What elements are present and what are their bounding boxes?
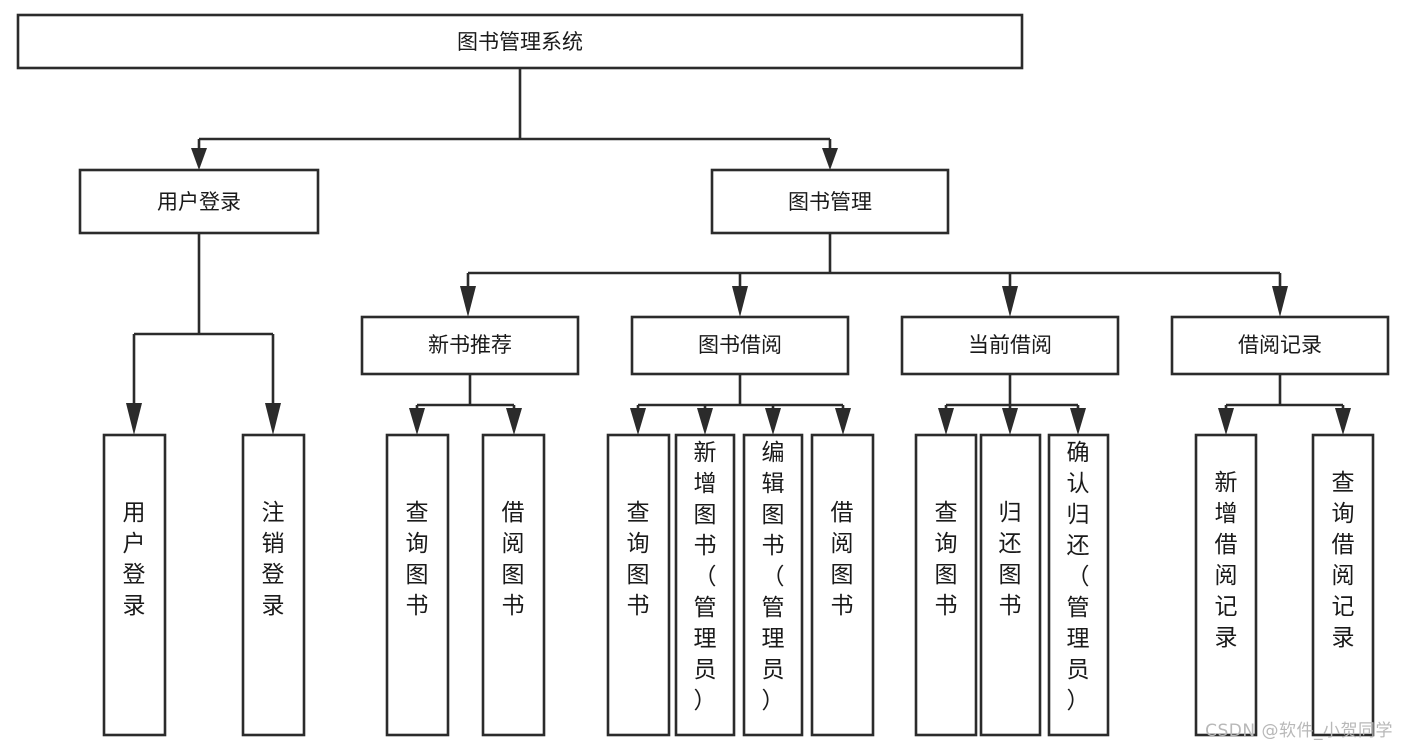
arrow-to-current-borrow: [1002, 286, 1018, 317]
leaf-user-login-0-label: 用户登录: [123, 500, 146, 619]
arrow-to-leaf-current-borrow-0: [938, 408, 954, 435]
node-current-borrow[interactable]: 当前借阅: [900, 315, 1120, 376]
leaf-current-borrow-1-label: 归还图书: [999, 500, 1022, 619]
leaf-current-borrow-2-label: 确认归还（管理员）: [1067, 440, 1090, 714]
leaf-book-borrow-1[interactable]: 新增图书（管理员）: [674, 433, 736, 737]
arrow-to-new-book-rec: [460, 286, 476, 317]
arrow-to-leaf-new-book-rec-0: [409, 408, 425, 435]
arrow-to-book-borrow: [732, 286, 748, 317]
leaf-book-borrow-2-box[interactable]: [742, 433, 804, 737]
leaf-book-borrow-2[interactable]: 编辑图书（管理员）: [742, 433, 804, 737]
leaf-borrow-record-0-box[interactable]: [1194, 433, 1258, 737]
arrow-to-leaf-borrow-record-0: [1218, 408, 1234, 435]
node-user-login[interactable]: 用户登录: [78, 168, 320, 235]
leaf-nodes-layer: 用户登录 注销登录 查询图书 借阅图书 查询图书 新增图书: [102, 433, 1375, 737]
node-new-book-rec-box[interactable]: [360, 315, 580, 376]
node-user-login-label: 用户登录: [157, 190, 241, 214]
leaf-current-borrow-1-box[interactable]: [979, 433, 1042, 737]
leaf-book-borrow-3-box[interactable]: [810, 433, 875, 737]
leaf-borrow-record-0-label: 新增借阅记录: [1215, 470, 1238, 651]
leaf-current-borrow-0[interactable]: 查询图书: [914, 433, 978, 737]
leaf-book-borrow-2-label: 编辑图书（管理员）: [762, 440, 785, 714]
arrow-to-leaf-current-borrow-1: [1002, 408, 1018, 435]
leaf-user-login-1[interactable]: 注销登录: [241, 433, 306, 737]
node-root-label: 图书管理系统: [457, 30, 583, 54]
leaf-new-book-rec-1-box[interactable]: [481, 433, 546, 737]
node-book-borrow[interactable]: 图书借阅: [630, 315, 850, 376]
leaf-book-borrow-0-label: 查询图书: [627, 500, 650, 619]
arrow-to-leaf-book-borrow-2: [765, 408, 781, 435]
leaf-user-login-0[interactable]: 用户登录: [102, 433, 167, 737]
leaf-current-borrow-2-box[interactable]: [1047, 433, 1110, 737]
leaf-new-book-rec-1[interactable]: 借阅图书: [481, 433, 546, 737]
node-book-manage[interactable]: 图书管理: [710, 168, 950, 235]
node-borrow-record-box[interactable]: [1170, 315, 1390, 376]
arrow-to-leaf-book-borrow-0: [630, 408, 646, 435]
leaf-new-book-rec-0-box[interactable]: [385, 433, 450, 737]
leaf-user-login-1-label: 注销登录: [262, 500, 285, 619]
leaf-current-borrow-1[interactable]: 归还图书: [979, 433, 1042, 737]
leaf-book-borrow-3-label: 借阅图书: [831, 500, 854, 619]
leaf-borrow-record-0[interactable]: 新增借阅记录: [1194, 433, 1258, 737]
arrow-to-leaf-user-login-1: [265, 403, 281, 435]
arrow-to-leaf-book-borrow-3: [835, 408, 851, 435]
arrow-to-borrow-record: [1272, 286, 1288, 317]
edges-layer: [126, 68, 1351, 435]
leaf-new-book-rec-0-label: 查询图书: [406, 500, 429, 619]
leaf-book-borrow-1-label: 新增图书（管理员）: [694, 440, 717, 714]
leaf-book-borrow-0-box[interactable]: [606, 433, 671, 737]
leaf-current-borrow-0-box[interactable]: [914, 433, 978, 737]
leaf-book-borrow-1-box[interactable]: [674, 433, 736, 737]
node-borrow-record[interactable]: 借阅记录: [1170, 315, 1390, 376]
node-borrow-record-label: 借阅记录: [1238, 333, 1322, 357]
arrow-to-leaf-new-book-rec-1: [506, 408, 522, 435]
arrow-to-leaf-user-login-0: [126, 403, 142, 435]
leaf-new-book-rec-0[interactable]: 查询图书: [385, 433, 450, 737]
node-new-book-rec-label: 新书推荐: [428, 333, 512, 357]
arrow-to-leaf-current-borrow-2: [1070, 408, 1086, 435]
leaf-book-borrow-0[interactable]: 查询图书: [606, 433, 671, 737]
arrow-to-leaf-borrow-record-1: [1335, 408, 1351, 435]
node-book-manage-box[interactable]: [710, 168, 950, 235]
leaf-borrow-record-1[interactable]: 查询借阅记录: [1311, 433, 1375, 737]
arrow-to-user-login: [191, 148, 207, 170]
leaf-user-login-1-box[interactable]: [241, 433, 306, 737]
leaf-borrow-record-1-label: 查询借阅记录: [1332, 470, 1355, 651]
leaf-current-borrow-2[interactable]: 确认归还（管理员）: [1047, 433, 1110, 737]
node-current-borrow-label: 当前借阅: [968, 333, 1052, 357]
leaf-new-book-rec-1-label: 借阅图书: [502, 500, 525, 619]
leaf-current-borrow-0-label: 查询图书: [935, 500, 958, 619]
leaf-borrow-record-1-box[interactable]: [1311, 433, 1375, 737]
node-new-book-rec[interactable]: 新书推荐: [360, 315, 580, 376]
csdn-watermark: CSDN @软件_小贺同学: [1205, 721, 1393, 741]
node-book-borrow-box[interactable]: [630, 315, 850, 376]
node-root-box[interactable]: [16, 13, 1024, 70]
node-current-borrow-box[interactable]: [900, 315, 1120, 376]
arrow-to-leaf-book-borrow-1: [697, 408, 713, 435]
node-root[interactable]: 图书管理系统: [16, 13, 1024, 70]
leaf-book-borrow-3[interactable]: 借阅图书: [810, 433, 875, 737]
node-book-manage-label: 图书管理: [788, 190, 872, 214]
arrow-to-book-manage: [822, 148, 838, 170]
node-book-borrow-label: 图书借阅: [698, 333, 782, 357]
leaf-user-login-0-box[interactable]: [102, 433, 167, 737]
nodes-layer: 图书管理系统 用户登录 图书管理 新书推荐 图书借阅: [16, 13, 1390, 376]
node-user-login-box[interactable]: [78, 168, 320, 235]
